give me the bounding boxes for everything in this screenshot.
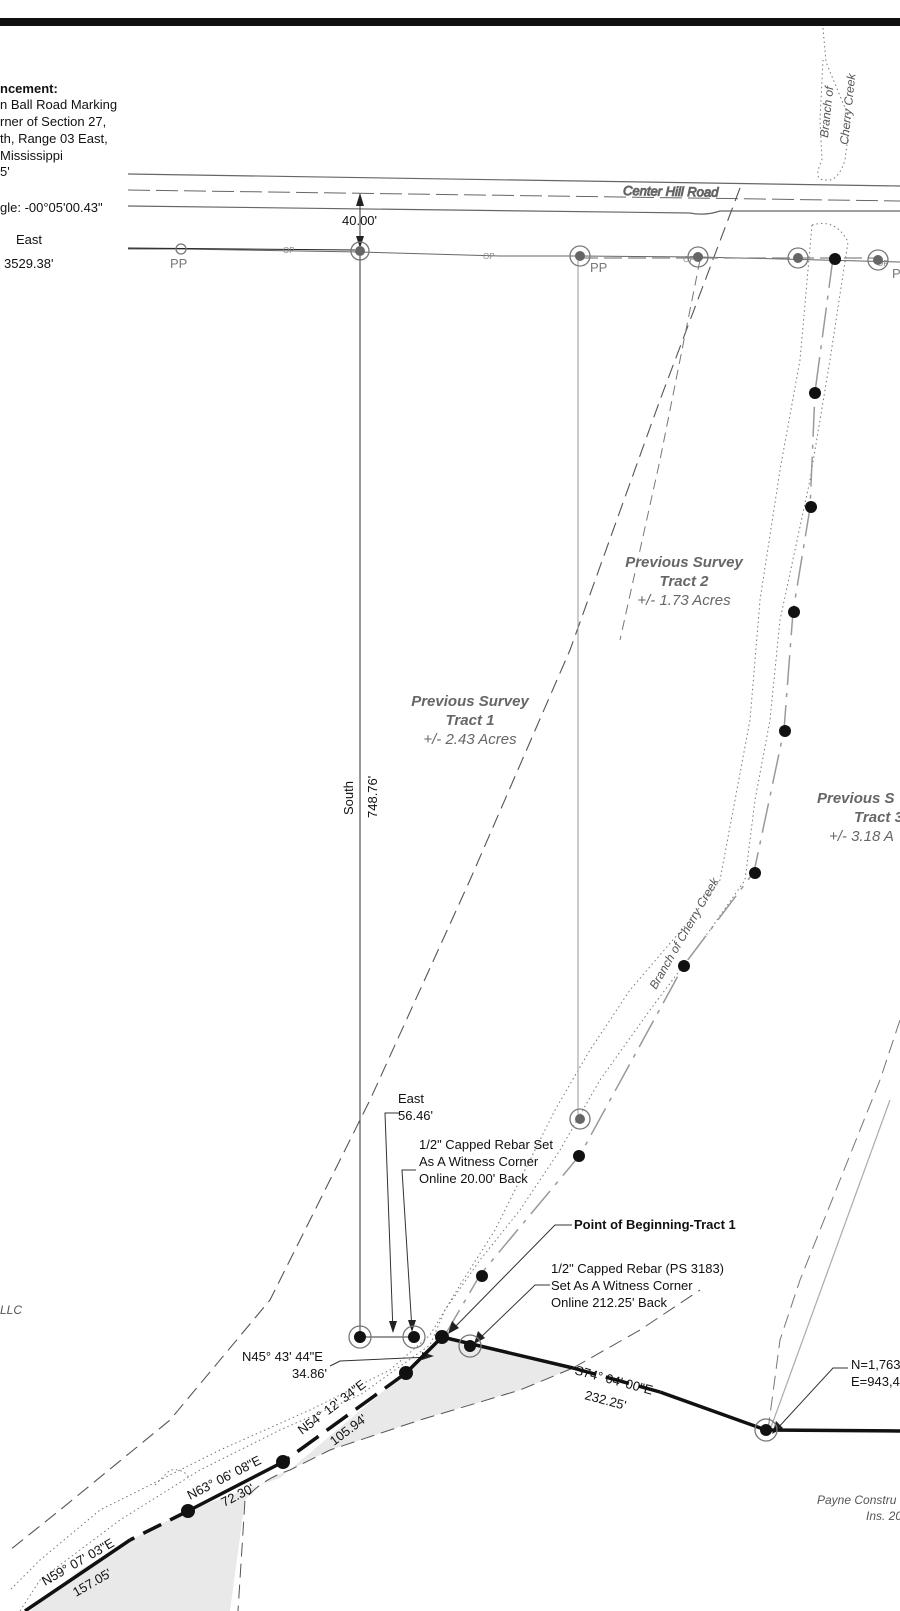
rebar-markers [181, 253, 841, 1518]
svg-text:Previous S: Previous S [817, 790, 895, 807]
witness-2-note: 1/2" Capped Rebar (PS 3183) Set As A Wit… [551, 1261, 724, 1310]
creek-north: Branch of Cherry Creek [817, 27, 859, 181]
east-dimension: East 56.46' [384, 1091, 433, 1333]
svg-text:gle: -00°05'00.43": gle: -00°05'00.43" [0, 200, 103, 215]
creek-label-south: Branch of Cherry Creek [646, 874, 722, 991]
pob-note: Point of Beginning-Tract 1 [574, 1217, 736, 1232]
svg-text:Set As A Witness Corner: Set As A Witness Corner [551, 1278, 693, 1293]
svg-text:rner of Section 27,: rner of Section 27, [0, 114, 106, 129]
sheet-top-border [0, 18, 900, 26]
svg-text:Tract 1: Tract 1 [446, 712, 495, 729]
pp-label-1: PP [170, 256, 187, 271]
north-offset-label: 40.00' [342, 213, 377, 228]
svg-text:+/- 1.73 Acres: +/- 1.73 Acres [637, 592, 731, 609]
shaded-parcel [30, 1337, 573, 1611]
svg-text:OP: OP [283, 246, 295, 255]
commencement-note: ncement: n Ball Road Marking rner of Sec… [0, 81, 117, 271]
svg-text:As A Witness Corner: As A Witness Corner [419, 1154, 539, 1169]
course-5-distance: 232.25' [583, 1387, 628, 1412]
power-pole-markers [175, 241, 889, 1442]
svg-text:East: East [16, 232, 42, 247]
witness-1-leader [401, 1169, 416, 1332]
course-1-bearing: N45° 43' 44"E [242, 1349, 323, 1364]
tract-3-boundary [767, 1019, 900, 1431]
svg-text:ncement:: ncement: [0, 81, 58, 96]
witness-2-leader [474, 1284, 550, 1344]
payne-fragment-1: Payne Constru [817, 1493, 897, 1507]
svg-text:n Ball Road Marking: n Ball Road Marking [0, 97, 117, 112]
svg-text:5': 5' [0, 164, 10, 179]
svg-text:3529.38': 3529.38' [4, 256, 53, 271]
tract-2-line [619, 259, 701, 641]
center-hill-road: Center Hill Road [127, 173, 900, 215]
svg-text:Online 20.00' Back: Online 20.00' Back [419, 1171, 528, 1186]
pob-leader [448, 1224, 572, 1334]
east-distance-label: 56.46' [398, 1108, 433, 1123]
svg-text:Tract 2: Tract 2 [660, 573, 710, 590]
svg-text:Previous Survey: Previous Survey [625, 554, 743, 571]
svg-text:OP: OP [483, 252, 495, 261]
creek-label-north-2: Cherry Creek [837, 72, 858, 145]
svg-text:E=943,4: E=943,4 [851, 1374, 900, 1389]
svg-text:Mississippi: Mississippi [0, 148, 63, 163]
south-dimension: 40.00' South 748.76' [341, 193, 380, 1337]
svg-text:N=1,763: N=1,763 [851, 1357, 900, 1372]
coordinate-note: N=1,763 E=943,4 [851, 1357, 900, 1389]
payne-fragment-2: Ins. 20 [866, 1509, 900, 1523]
tract-1-boundary-courses [24, 1335, 900, 1611]
gray-reference-line [769, 1099, 891, 1431]
creek-label-north-1: Branch of [817, 84, 836, 138]
svg-text:1/2" Capped Rebar Set: 1/2" Capped Rebar Set [419, 1137, 553, 1152]
course-1-distance: 34.86' [292, 1366, 327, 1381]
south-distance-label: 748.76' [365, 776, 380, 818]
witness-1-note: 1/2" Capped Rebar Set As A Witness Corne… [419, 1137, 553, 1186]
south-label: South [341, 781, 356, 815]
svg-text:Online 212.25' Back: Online 212.25' Back [551, 1295, 667, 1310]
svg-text:th, Range 03 East,: th, Range 03 East, [0, 131, 108, 146]
pp-label-2: PP [590, 260, 607, 275]
llc-fragment: LLC [0, 1303, 22, 1317]
tract-3-label: Previous S Tract 3 +/- 3.18 A [817, 790, 900, 845]
tract-2-label: Previous Survey Tract 2 +/- 1.73 Acres [625, 554, 743, 609]
creek-corridor [9, 222, 849, 1611]
svg-text:+/- 3.18 A: +/- 3.18 A [829, 828, 894, 845]
tract-1-label: Previous Survey Tract 1 +/- 2.43 Acres [411, 693, 529, 748]
svg-text:Tract 3: Tract 3 [854, 809, 900, 826]
east-label: East [398, 1091, 424, 1106]
svg-text:1/2" Capped Rebar (PS 3183): 1/2" Capped Rebar (PS 3183) [551, 1261, 724, 1276]
svg-text:OP: OP [877, 259, 889, 268]
tract-1-boundary [9, 187, 741, 1551]
gray-dot-markers [355, 246, 883, 1124]
svg-text:+/- 2.43 Acres: +/- 2.43 Acres [423, 731, 517, 748]
commencement-line: OP OP OP OP [127, 246, 900, 268]
pp-label-3: PP [892, 266, 900, 281]
road-label: Center Hill Road [623, 183, 719, 200]
svg-text:Previous Survey: Previous Survey [411, 693, 529, 710]
